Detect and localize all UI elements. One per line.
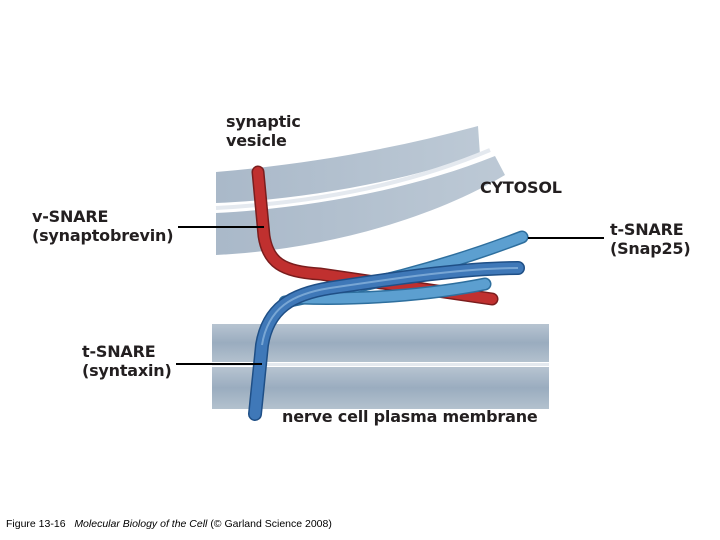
- caption-figure-number: Figure 13-16: [6, 518, 66, 530]
- v-snare-synaptobrevin: [251, 165, 499, 306]
- t-snare-syntaxin-label: t-SNARE (syntaxin): [82, 342, 172, 380]
- v-snare-label: v-SNARE (synaptobrevin): [32, 207, 174, 245]
- t-snare-syntaxin: [248, 261, 525, 421]
- v-snare-label-line2: (synaptobrevin): [32, 226, 174, 245]
- caption-credit: (© Garland Science 2008): [210, 518, 332, 530]
- cytosol-label: CYTOSOL: [480, 178, 562, 197]
- synaptic-vesicle-label: synaptic vesicle: [226, 112, 301, 150]
- t-snare-snap25-label-line2: (Snap25): [610, 239, 691, 258]
- plasma-membrane-label: nerve cell plasma membrane: [282, 407, 538, 426]
- t-snare-snap25-label: t-SNARE (Snap25): [610, 220, 691, 258]
- t-snare-snap25-label-line1: t-SNARE: [610, 220, 684, 239]
- vesicle-membrane: [215, 126, 505, 255]
- synaptic-vesicle-label-line1: synaptic: [226, 112, 301, 131]
- v-snare-label-line1: v-SNARE: [32, 207, 109, 226]
- caption-book-title: Molecular Biology of the Cell: [74, 518, 208, 530]
- synaptic-vesicle-label-line2: vesicle: [226, 131, 287, 150]
- t-snare-syntaxin-label-line2: (syntaxin): [82, 361, 172, 380]
- figure-caption: Figure 13-16 Molecular Biology of the Ce…: [6, 518, 332, 530]
- t-snare-syntaxin-label-line1: t-SNARE: [82, 342, 156, 361]
